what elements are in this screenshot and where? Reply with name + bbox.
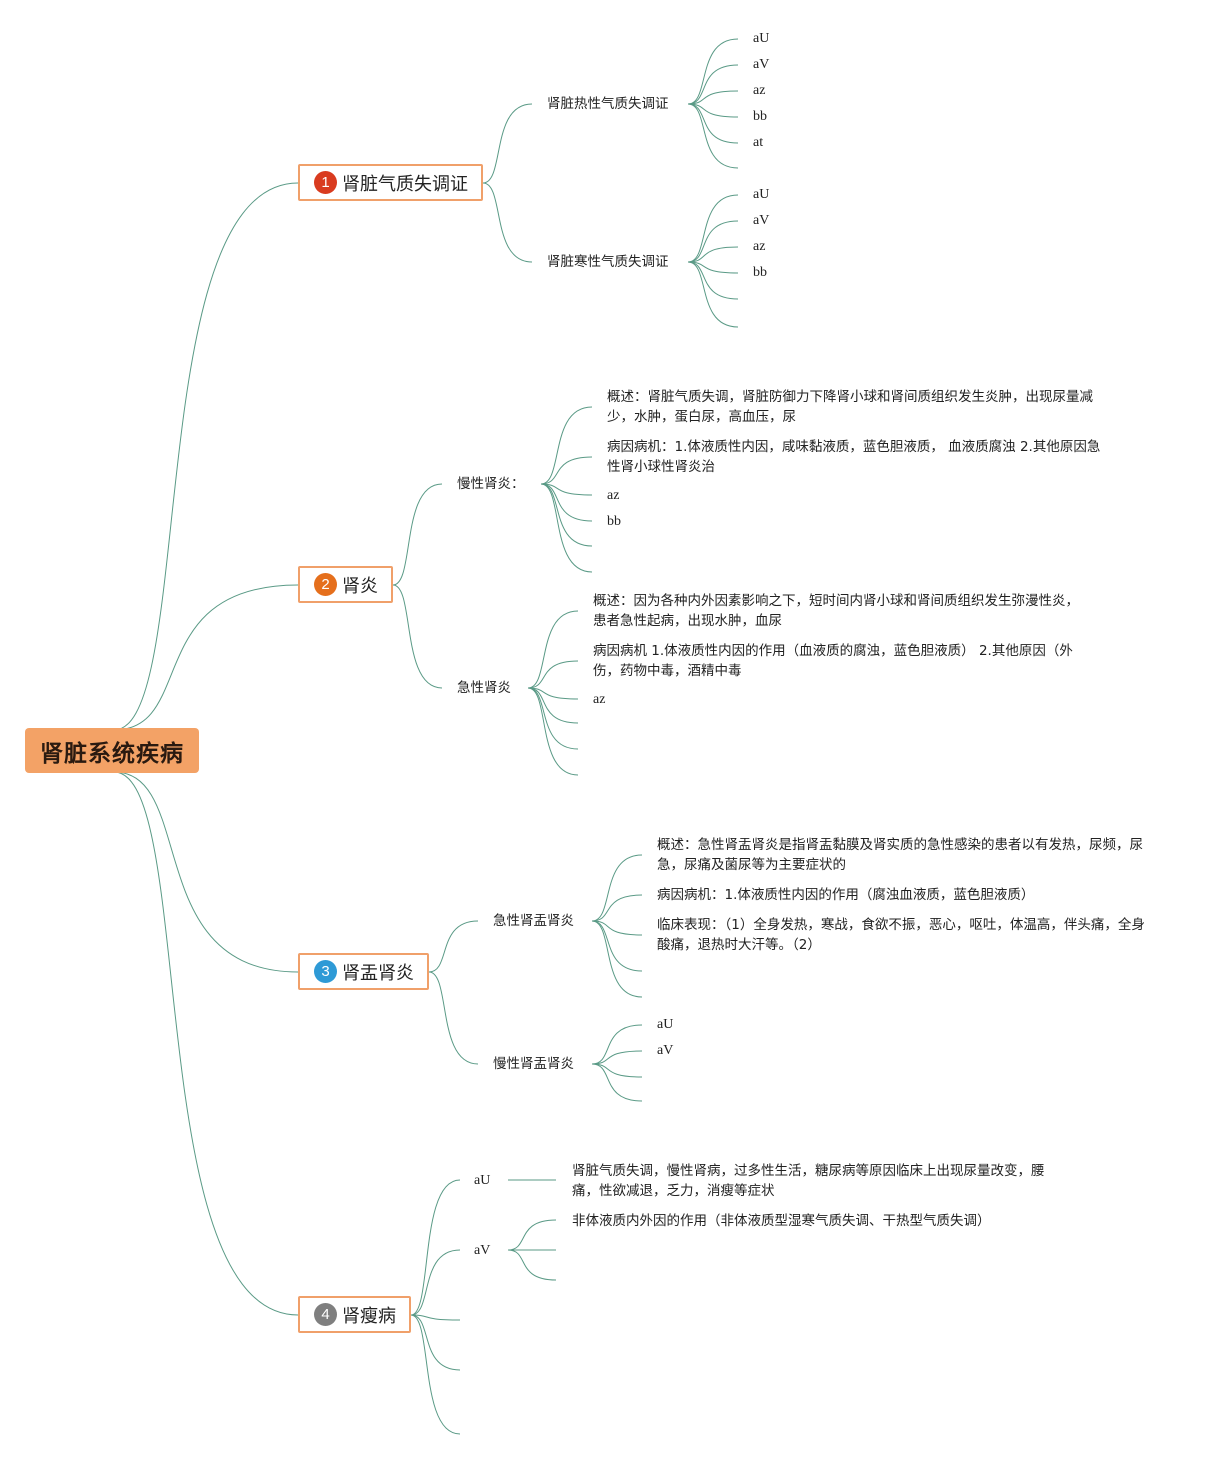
subtopic-cold-temperament[interactable]: 肾脏寒性气质失调证 [547, 254, 669, 270]
connector-curve [507, 1249, 557, 1281]
topic-label: 肾盂肾炎 [342, 962, 414, 984]
connector-curve [687, 103, 739, 144]
connector-curve [527, 610, 579, 689]
topic-nephritis[interactable]: 2 肾炎 [298, 566, 393, 603]
note-av-text[interactable]: 非体液质内外因的作用（非体液质型湿寒气质失调、干热型气质失调） [572, 1213, 991, 1229]
connector-curve [428, 920, 479, 973]
leaf-label[interactable]: aU [753, 31, 770, 46]
subtopic-chronic-nephritis[interactable]: 慢性肾炎： [457, 476, 525, 492]
connector-curve [113, 182, 299, 731]
connector-curve [482, 103, 533, 184]
connector-curve [591, 894, 643, 922]
leaf-label[interactable]: aV [753, 57, 770, 72]
subtopic-acute-pyelonephritis[interactable]: 急性肾盂肾炎 [493, 913, 574, 929]
subtopic-av[interactable]: aV [474, 1243, 491, 1258]
leaf-label[interactable]: az [607, 488, 620, 503]
connector-curve [113, 584, 299, 731]
leaf-label[interactable]: az [593, 692, 606, 707]
connector-curve [410, 1314, 461, 1371]
leaf-label[interactable]: at [753, 135, 764, 150]
connector-curve [527, 660, 579, 689]
leaf-label[interactable]: bb [607, 514, 621, 529]
connector-curve [540, 483, 593, 522]
connector-curve [392, 584, 443, 689]
number-badge-2: 2 [314, 573, 337, 596]
connector-curve [527, 687, 579, 776]
connector-curve [687, 261, 739, 300]
topic-pyelonephritis[interactable]: 3 肾盂肾炎 [298, 953, 429, 990]
leaf-label[interactable]: aU [753, 187, 770, 202]
connector-curve [687, 194, 739, 263]
leaf-label[interactable]: bb [753, 265, 767, 280]
number-badge-1: 1 [314, 171, 337, 194]
note-pyelo-clinical[interactable]: 临床表现：（1）全身发热，寒战，食欲不振，恶心，呕吐，体温高，伴头痛，全身酸痛，… [657, 917, 1145, 953]
leaf-label[interactable]: bb [753, 109, 767, 124]
leaf-label[interactable]: aU [657, 1017, 674, 1032]
connector-curve [687, 103, 739, 169]
connector-curve [410, 1179, 461, 1316]
subtopic-au[interactable]: aU [474, 1173, 491, 1188]
connector-curve [527, 687, 579, 700]
connector-curve [540, 483, 593, 547]
connector-curve [687, 261, 739, 328]
leaf-label[interactable]: aV [753, 213, 770, 228]
connector-curve [540, 456, 593, 485]
connector-curve [687, 38, 739, 105]
subtopic-hot-temperament[interactable]: 肾脏热性气质失调证 [547, 96, 669, 112]
connector-curve [540, 483, 593, 573]
connector-curve [687, 90, 739, 105]
connector-curve [591, 920, 643, 936]
topic-label: 肾炎 [342, 575, 378, 597]
connector-curve [687, 220, 739, 263]
subtopic-acute-nephritis[interactable]: 急性肾炎 [457, 680, 511, 696]
connector-curve [540, 406, 593, 485]
connector-curve [687, 103, 739, 118]
topic-label: 肾脏气质失调证 [342, 173, 468, 195]
connector-curve [591, 854, 643, 922]
leaf-label[interactable]: az [753, 83, 766, 98]
connector-curve [482, 182, 533, 263]
note-au-text[interactable]: 肾脏气质失调，慢性肾病，过多性生活，糖尿病等原因临床上出现尿量改变，腰痛，性欲减… [572, 1163, 1045, 1199]
connector-curve [687, 261, 739, 274]
number-badge-4: 4 [314, 1303, 337, 1326]
note-acute-overview[interactable]: 概述：因为各种内外因素影响之下，短时间内肾小球和肾间质组织发生弥漫性炎，患者急性… [593, 593, 1079, 629]
topic-kidney-wasting[interactable]: 4 肾瘦病 [298, 1296, 411, 1333]
connector-curve [507, 1219, 557, 1251]
connector-curve [113, 771, 299, 973]
connector-curve [410, 1314, 461, 1435]
subtopic-chronic-pyelonephritis[interactable]: 慢性肾盂肾炎 [493, 1056, 574, 1072]
connector-curve [687, 246, 739, 263]
note-acute-cause[interactable]: 病因病机 1.体液质性内因的作用（血液质的腐浊，蓝色胆液质） 2.其他原因（外伤… [593, 643, 1073, 679]
connector-curve [410, 1249, 461, 1316]
note-chronic-overview[interactable]: 概述：肾脏气质失调，肾脏防御力下降肾小球和肾间质组织发生炎肿，出现尿量减少，水肿… [607, 389, 1093, 425]
connector-curve [591, 1063, 643, 1102]
note-pyelo-overview[interactable]: 概述：急性肾盂肾炎是指肾盂黏膜及肾实质的急性感染的患者以有发热，尿频，尿急，尿痛… [657, 837, 1143, 873]
connector-curve [540, 483, 593, 496]
connector-curve [687, 64, 739, 105]
connector-curve [591, 1050, 643, 1065]
connector-curve [591, 1024, 643, 1065]
topic-label: 肾瘦病 [342, 1305, 396, 1327]
note-chronic-cause[interactable]: 病因病机：1.体液质性内因，咸味黏液质，蓝色胆液质， 血液质腐浊 2.其他原因急… [607, 439, 1101, 475]
note-pyelo-cause[interactable]: 病因病机：1.体液质性内因的作用（腐浊血液质，蓝色胆液质） [657, 887, 1035, 903]
connector-curve [113, 771, 299, 1316]
connector-curve [591, 920, 643, 998]
root-topic[interactable]: 肾脏系统疾病 [25, 728, 199, 773]
connector-curve [591, 1063, 643, 1078]
leaf-label[interactable]: az [753, 239, 766, 254]
leaf-label[interactable]: aV [657, 1043, 674, 1058]
number-badge-3: 3 [314, 960, 337, 983]
connector-curve [591, 920, 643, 972]
connector-curve [410, 1314, 461, 1321]
connector-curve [428, 971, 479, 1065]
connector-curve [392, 483, 443, 586]
connector-curve [527, 687, 579, 724]
topic-kidney-temperament-disorder[interactable]: 1 肾脏气质失调证 [298, 164, 483, 201]
